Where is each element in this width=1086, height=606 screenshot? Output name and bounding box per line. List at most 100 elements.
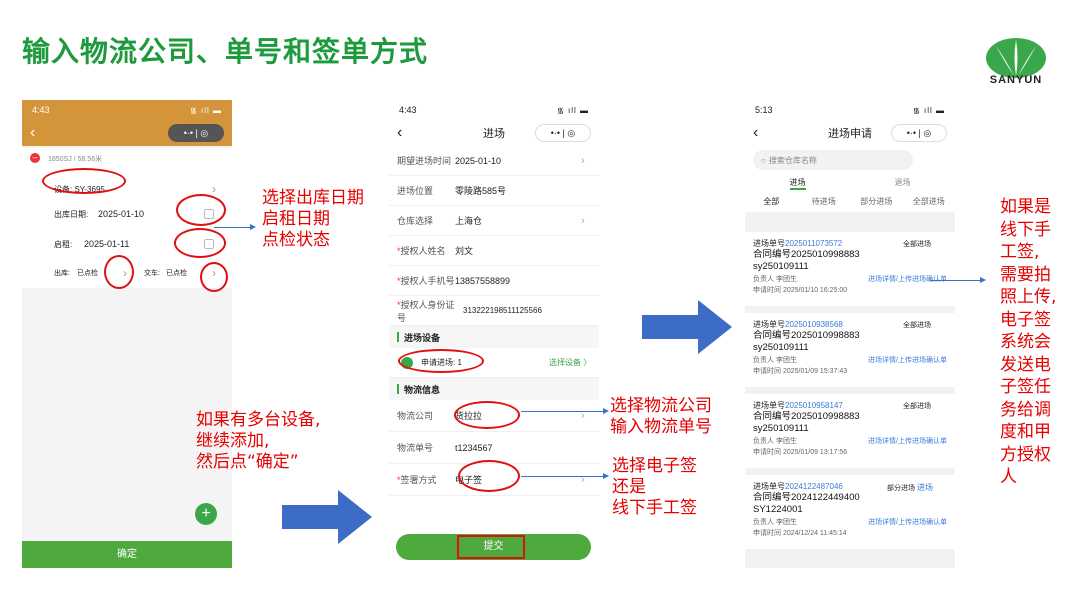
connector-arrow [214,224,256,230]
status-icons: ᯾ ıll ▬ [556,105,589,115]
sy-code: sy250109111 [753,260,809,272]
segment-exit[interactable]: 退场 [894,177,911,187]
field-warehouse[interactable]: 仓库选择 上海仓 › [389,206,599,236]
field-label: 授权人身份证号 [397,299,455,323]
owner: 负责人 李团生 [753,357,797,364]
field-label: 物流单号 [397,443,434,453]
owner: 负责人 李团生 [753,438,797,445]
logo-text: SANYUN [989,74,1043,86]
phone-screen-equipment: 4:43᯾ ıll ▬ ‹•·• | ◎ – 1850SJ / 58.56米 设… [22,100,232,568]
highlight-equipment [42,168,126,194]
search-icon: ○ [761,155,766,165]
required-mark: * [397,475,401,485]
sy-code: sy250109111 [753,341,809,353]
highlight-submit [457,535,525,559]
tab-all[interactable]: 全部 [763,196,780,206]
apply-time: 申请时间 2025/01/09 15:37:43 [753,368,848,375]
contract-number: 合同编号2025010998883 [753,330,860,341]
field-label: 物流公司 [397,411,434,421]
segment-entry[interactable]: 进场 [745,177,850,190]
list-header: 5:13᯾ ıll ▬ ‹进场申请•·• | ◎ ○搜索仓库名称 进场 退场 全… [745,100,955,212]
status-time: 4:43 [399,105,417,115]
highlight-start-date [174,228,226,258]
connector-arrow [930,277,986,283]
status-badge: 部分进场 进场 [887,483,933,492]
summary-text: 1850SJ / 58.56米 [48,156,103,163]
field-entry-time[interactable]: 期望进场时间 2025-01-10 › [389,146,599,176]
record-number: 2024122487046 [785,482,843,491]
connector-arrow [521,473,609,479]
field-entry-location[interactable]: 进场位置 零陵路585号 [389,176,599,206]
miniapp-capsule[interactable]: •·• | ◎ [891,124,947,142]
section-logistics: 物流信息 [389,378,599,400]
owner: 负责人 李团生 [753,276,797,283]
record-number: 2025011073572 [785,239,843,248]
highlight-out-date [176,194,226,226]
detail-link[interactable]: 进场详情/上传进场确认单 [868,357,947,364]
highlight-logistics [454,401,520,429]
highlight-out-check [104,255,134,289]
back-icon[interactable]: ‹ [30,124,36,141]
arrow-right-icon [282,490,372,544]
field-label: 授权人姓名 [400,246,446,256]
add-button[interactable]: + [195,503,217,525]
field-value: 刘文 [455,246,474,256]
highlight-handover [200,262,228,292]
out-check-value: 已点检 [77,270,98,277]
miniapp-capsule[interactable]: •·• | ◎ [168,124,224,142]
field-value: 13857558899 [455,275,511,286]
back-icon[interactable]: ‹ [753,124,759,141]
status-badge: 全部进场 [903,322,931,329]
remove-icon[interactable]: – [30,153,40,163]
apply-time: 申请时间 2025/01/10 16:25:00 [753,287,848,294]
status-tabs: 全部 待进场 部分进场 全部进场 [745,190,955,212]
section-equipment: 进场设备 [389,326,599,348]
field-value: 零陵路585号 [455,186,507,196]
contract-number: 合同编号2025010998883 [753,411,860,422]
field-auth-phone[interactable]: *授权人手机号 13857558899 [389,266,599,296]
confirm-button[interactable]: 确定 [22,541,232,568]
detail-link[interactable]: 进场详情/上传进场确认单 [868,519,947,526]
search-input[interactable]: ○搜索仓库名称 [753,150,913,170]
required-mark: * [397,299,401,310]
list-item[interactable]: 进场单号2025011073572 全部进场 合同编号2025010998883… [745,232,955,306]
field-value: t1234567 [455,442,493,453]
annotation-offline-sign: 如果是线下手工签, 需要拍照上传,电子签 系统会发送电子签任 务给调度和甲方授权… [1000,197,1057,487]
miniapp-capsule[interactable]: •·• | ◎ [535,124,591,142]
select-equipment-link[interactable]: 选择设备 〉 [549,358,592,367]
field-value: 上海仓 [455,216,483,226]
chevron-right-icon: › [581,409,585,422]
back-icon[interactable]: ‹ [397,124,403,141]
tab-partial[interactable]: 部分进场 [860,196,893,206]
chevron-right-icon: › [581,154,585,167]
owner: 负责人 李团生 [753,519,797,526]
annotation-sign-method: 选择电子签还是线下手工签 [612,456,697,518]
chevron-right-icon: › [581,214,585,227]
tab-pending[interactable]: 待进场 [811,196,836,206]
phone-screen-entry-list: 5:13᯾ ıll ▬ ‹进场申请•·• | ◎ ○搜索仓库名称 进场 退场 全… [745,100,955,568]
handover-value: 已点检 [166,270,187,277]
field-label: 仓库选择 [397,216,434,226]
detail-link[interactable]: 进场详情/上传进场确认单 [868,438,947,445]
field-auth-name[interactable]: *授权人姓名 刘文 [389,236,599,266]
connector-arrow [521,408,609,414]
out-check-label: 出库: [54,270,70,277]
list-item[interactable]: 进场单号2024122487046 部分进场 进场 合同编号2024122449… [745,475,955,549]
record-number: 2025010958147 [785,401,843,410]
detail-link[interactable]: 进场详情/上传进场确认单 [868,276,947,283]
field-label: 授权人手机号 [400,276,455,286]
field-auth-id[interactable]: *授权人身份证号 313222198511125566 [389,296,599,326]
submit-button[interactable]: 提交 [396,534,591,560]
phone-screen-entry: 4:43᯾ ıll ▬ ‹进场•·• | ◎ 期望进场时间 2025-01-10… [389,100,599,568]
tab-complete[interactable]: 全部进场 [912,196,945,206]
out-date-value: 2025-01-10 [98,209,145,219]
section-title: 进场设备 [404,332,441,343]
highlight-apply [398,349,484,373]
annotation-logistics: 选择物流公司输入物流单号 [610,396,712,437]
chevron-right-icon: › [581,473,585,486]
list-item[interactable]: 进场单号2025010938568 全部进场 合同编号2025010998883… [745,313,955,387]
list-item[interactable]: 进场单号2025010958147 全部进场 合同编号2025010998883… [745,394,955,468]
status-badge: 全部进场 [903,241,931,248]
field-value: 313222198511125566 [463,306,542,315]
field-logistics-number[interactable]: 物流单号 t1234567 [389,432,599,464]
